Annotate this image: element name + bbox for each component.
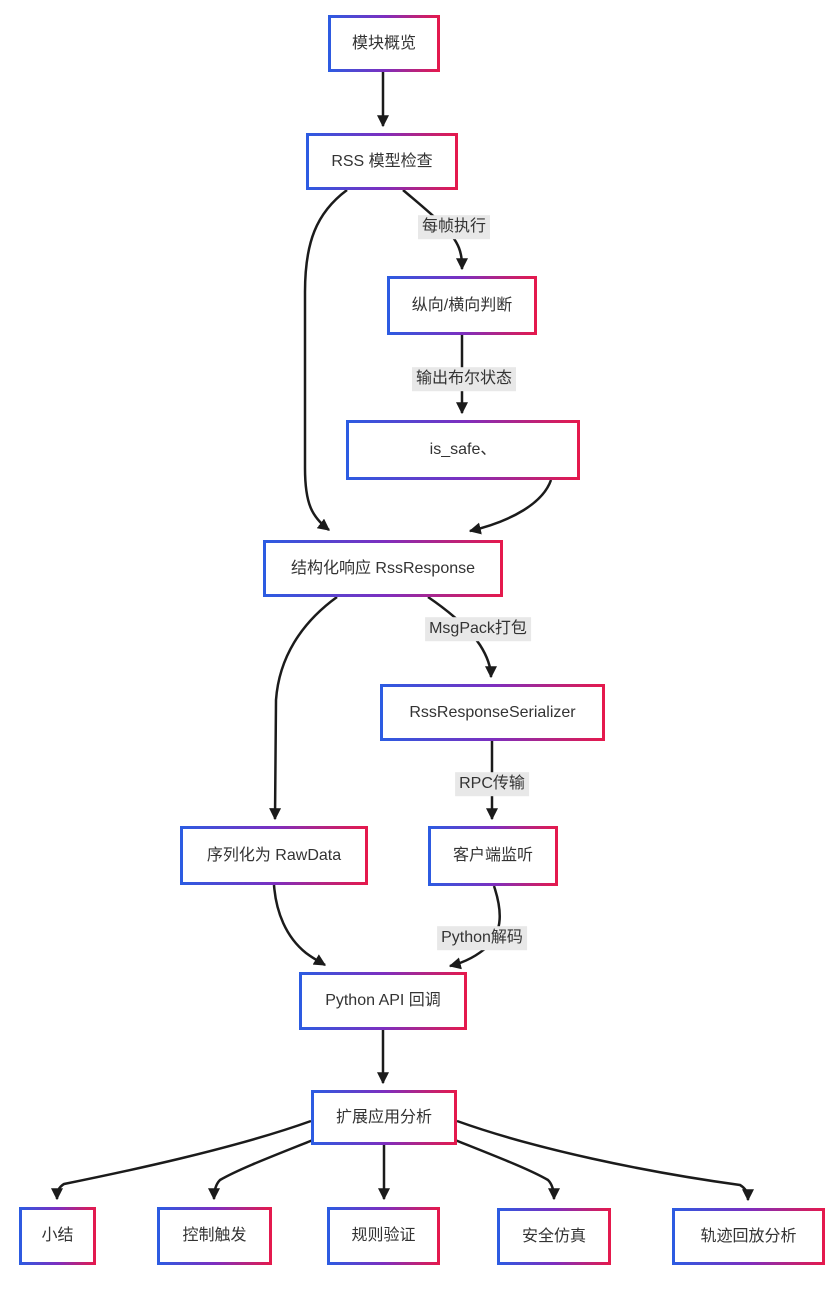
edge-rss-response-to-raw-data bbox=[269, 595, 338, 821]
node-trajectory-replay: 轨迹回放分析 bbox=[672, 1208, 825, 1265]
edge-raw-data-to-python-api bbox=[272, 884, 327, 967]
node-rule-verify-label: 规则验证 bbox=[330, 1210, 437, 1262]
node-raw-data-label: 序列化为 RawData bbox=[183, 829, 365, 882]
edge-rss-response-to-serializer bbox=[427, 595, 497, 679]
edge-label-per-frame: 每帧执行 bbox=[417, 215, 491, 239]
node-raw-data: 序列化为 RawData bbox=[180, 826, 368, 885]
node-summary: 小结 bbox=[19, 1207, 96, 1265]
edge-label-bool-state: 输出布尔状态 bbox=[411, 367, 517, 391]
edge-rss-check-to-rss-response bbox=[303, 188, 348, 531]
node-safety-simulation: 安全仿真 bbox=[497, 1208, 611, 1265]
edge-is-safe-to-rss-response bbox=[468, 479, 553, 535]
node-overview-label: 模块概览 bbox=[331, 18, 437, 69]
node-overview: 模块概览 bbox=[328, 15, 440, 72]
node-rss-response-serializer: RssResponseSerializer bbox=[380, 684, 605, 741]
node-safety-simulation-label: 安全仿真 bbox=[500, 1211, 608, 1262]
node-control-trigger: 控制触发 bbox=[157, 1207, 272, 1265]
node-client-listen: 客户端监听 bbox=[428, 826, 558, 886]
node-rss-response: 结构化响应 RssResponse bbox=[263, 540, 503, 597]
node-python-api-callback: Python API 回调 bbox=[299, 972, 467, 1030]
node-direction-judge: 纵向/横向判断 bbox=[387, 276, 537, 335]
node-extended-analysis: 扩展应用分析 bbox=[311, 1090, 457, 1145]
node-client-listen-label: 客户端监听 bbox=[431, 829, 555, 883]
node-rss-response-label: 结构化响应 RssResponse bbox=[266, 543, 500, 594]
node-is-safe: is_safe、 bbox=[346, 420, 580, 480]
node-summary-label: 小结 bbox=[22, 1210, 93, 1262]
node-trajectory-replay-label: 轨迹回放分析 bbox=[675, 1211, 822, 1262]
node-python-api-callback-label: Python API 回调 bbox=[302, 975, 464, 1027]
edge-analysis-to-trajectory-replay bbox=[456, 1119, 754, 1202]
edge-analysis-to-safety-sim bbox=[454, 1138, 560, 1201]
node-rss-response-serializer-label: RssResponseSerializer bbox=[383, 687, 602, 738]
edge-label-msgpack: MsgPack打包 bbox=[425, 617, 531, 641]
edge-analysis-to-summary bbox=[51, 1119, 312, 1201]
node-rss-model-check-label: RSS 模型检查 bbox=[309, 136, 455, 187]
node-extended-analysis-label: 扩展应用分析 bbox=[314, 1093, 454, 1142]
node-direction-judge-label: 纵向/横向判断 bbox=[390, 279, 534, 332]
node-rule-verify: 规则验证 bbox=[327, 1207, 440, 1265]
edge-analysis-to-control-trigger bbox=[208, 1138, 314, 1201]
edge-label-python-decode: Python解码 bbox=[437, 926, 527, 950]
edge-rss-check-to-direction-judge bbox=[402, 189, 468, 271]
edge-label-rpc: RPC传输 bbox=[455, 772, 529, 796]
node-control-trigger-label: 控制触发 bbox=[160, 1210, 269, 1262]
node-is-safe-label: is_safe、 bbox=[349, 423, 577, 477]
node-rss-model-check: RSS 模型检查 bbox=[306, 133, 458, 190]
